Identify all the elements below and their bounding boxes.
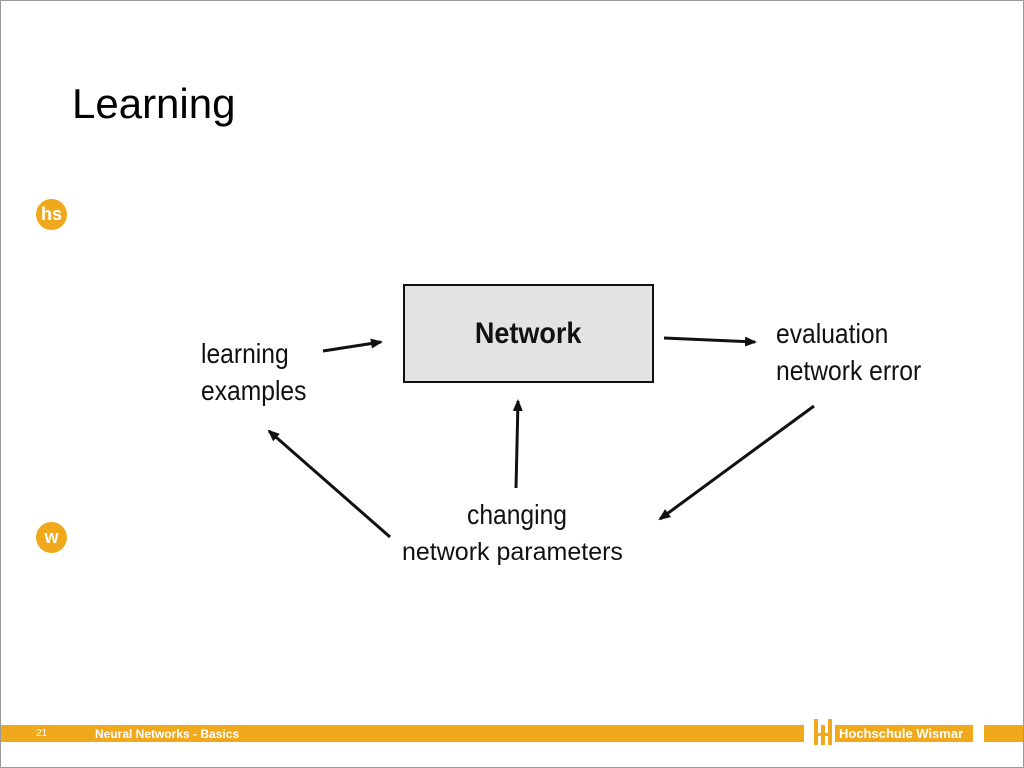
- arrow-changing-to-examples: [267, 429, 391, 539]
- page-number: 21: [36, 728, 48, 739]
- evaluation-line2: network error: [776, 355, 922, 386]
- slide-title: Learning: [72, 80, 236, 127]
- network-label: Network: [475, 316, 582, 350]
- arrow-changing-to-network: [512, 399, 523, 489]
- w-logo-icon: w: [36, 522, 67, 553]
- evaluation-line1: evaluation: [776, 318, 889, 349]
- hs-logo-icon: hs: [36, 199, 67, 230]
- evaluation-label: evaluation network error: [776, 315, 941, 389]
- changing-label: changing: [467, 499, 568, 530]
- brand-name: Hochschule Wismar: [835, 725, 974, 742]
- footer-title: Neural Networks - Basics: [95, 727, 240, 741]
- arrow-examples-to-network: [322, 338, 383, 353]
- learning-examples-label: learning examples: [201, 335, 321, 409]
- hochschule-logo-icon: [814, 719, 832, 745]
- network-box: Network: [403, 284, 654, 383]
- arrow-network-to-evaluation: [663, 336, 757, 347]
- learning-examples-line2: examples: [201, 375, 307, 406]
- footer-bar: [1, 725, 1023, 742]
- network-parameters-label: network parameters: [402, 538, 623, 566]
- learning-examples-line1: learning: [201, 338, 289, 369]
- arrow-evaluation-to-changing: [658, 404, 815, 521]
